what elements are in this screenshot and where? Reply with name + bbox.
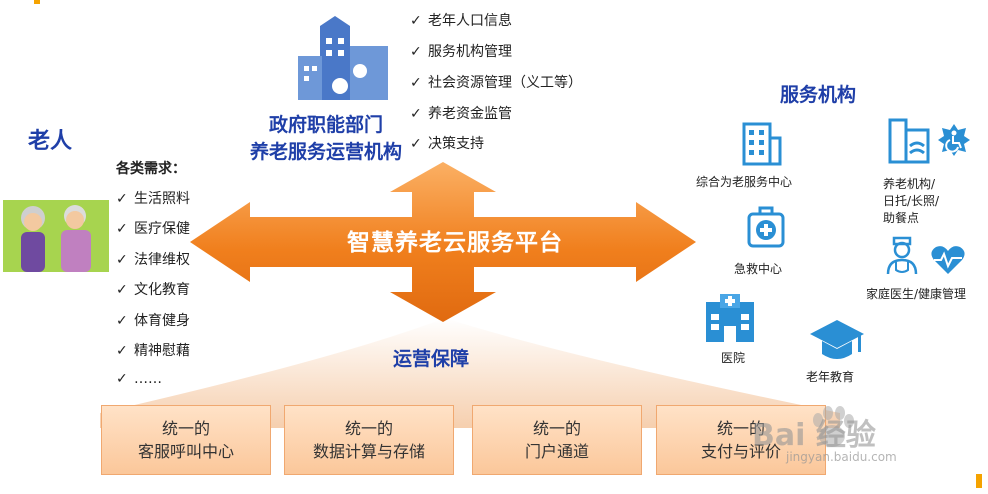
- function-item: ✓养老资金监管: [410, 106, 512, 122]
- services-title: 服务机构: [780, 84, 857, 106]
- check-icon: ✓: [410, 75, 422, 91]
- baidu-watermark: Bai 经验 jingyan.baidu.com: [712, 404, 942, 474]
- doctor-icon: [886, 236, 918, 275]
- corner-mark-top: [34, 0, 40, 4]
- operation-box-line2: 门户通道: [524, 442, 589, 461]
- platform-arrow: [190, 162, 696, 322]
- paw-logo-icon: [813, 406, 854, 447]
- office-building-icon: [742, 122, 782, 166]
- check-icon: ✓: [410, 13, 422, 29]
- service-comprehensive-label: 综合为老服务中心: [696, 175, 793, 189]
- first-aid-kit-icon: [747, 206, 785, 248]
- operation-box: 统一的 支付与评价: [656, 405, 826, 475]
- platform-label: 智慧养老云服务平台: [347, 230, 563, 256]
- check-icon: ✓: [116, 252, 128, 268]
- government-title: 政府职能部门 养老服务运营机构: [226, 112, 426, 166]
- building-puzzle-icon: [298, 16, 388, 100]
- check-icon: ✓: [116, 343, 128, 359]
- elderly-couple-photo: [3, 200, 109, 272]
- need-item: ✓精神慰藉: [116, 343, 190, 359]
- need-item: ✓医疗保健: [116, 221, 190, 237]
- government-title-line2: 养老服务运营机构: [249, 141, 402, 163]
- check-icon: ✓: [116, 282, 128, 298]
- need-item: ✓生活照料: [116, 191, 190, 207]
- service-hospital-label: 医院: [721, 351, 746, 365]
- check-icon: ✓: [410, 136, 422, 152]
- operation-box-line2: 支付与评价: [700, 442, 781, 461]
- operation-box: 统一的 客服呼叫中心: [101, 405, 271, 475]
- watermark-url: jingyan.baidu.com: [786, 450, 897, 464]
- function-item: ✓服务机构管理: [410, 44, 512, 60]
- function-item: ✓老年人口信息: [410, 13, 512, 29]
- hospital-icon: [706, 294, 754, 342]
- check-icon: ✓: [116, 313, 128, 329]
- service-nursing-line3: 助餐点: [883, 211, 920, 225]
- corner-mark-bottom: [976, 474, 982, 488]
- operation-box: 统一的 门户通道: [472, 405, 642, 475]
- elderly-title: 老人: [28, 129, 73, 154]
- accessibility-icon: [938, 124, 970, 156]
- check-icon: ✓: [116, 371, 128, 387]
- service-family-doctor-label: 家庭医生/健康管理: [866, 287, 967, 301]
- service-education-label: 老年教育: [806, 370, 855, 384]
- service-nursing-line2: 日托/长照/: [883, 194, 940, 208]
- need-item: ✓体育健身: [116, 313, 190, 329]
- check-icon: ✓: [410, 106, 422, 122]
- operation-box: 统一的 数据计算与存储: [284, 405, 454, 475]
- operation-box-line2: 数据计算与存储: [312, 442, 425, 461]
- operation-box-line1: 统一的: [532, 419, 581, 438]
- government-title-line1: 政府职能部门: [268, 114, 383, 136]
- heart-pulse-icon: [931, 246, 965, 274]
- support-fan: [100, 318, 840, 428]
- function-item: ✓社会资源管理（义工等）: [410, 75, 582, 91]
- operations-title: 运营保障: [393, 348, 470, 370]
- nursing-home-icon: [888, 118, 930, 164]
- check-icon: ✓: [116, 191, 128, 207]
- service-nursing-line1: 养老机构/: [883, 177, 936, 191]
- check-icon: ✓: [410, 44, 422, 60]
- operation-box-line1: 统一的: [161, 419, 210, 438]
- function-item: ✓决策支持: [410, 136, 484, 152]
- operation-box-line1: 统一的: [716, 419, 765, 438]
- need-item: ✓法律维权: [116, 252, 190, 268]
- needs-heading: 各类需求：: [116, 161, 186, 177]
- check-icon: ✓: [116, 221, 128, 237]
- service-emergency-label: 急救中心: [734, 262, 783, 276]
- graduation-cap-icon: [810, 320, 864, 359]
- service-nursing-label: 养老机构/ 日托/长照/ 助餐点: [883, 176, 939, 227]
- need-item: ✓……: [116, 371, 162, 387]
- need-item: ✓文化教育: [116, 282, 190, 298]
- operation-box-line1: 统一的: [344, 419, 393, 438]
- watermark-brand: Bai 经验: [752, 418, 876, 453]
- operation-box-line2: 客服呼叫中心: [137, 442, 234, 461]
